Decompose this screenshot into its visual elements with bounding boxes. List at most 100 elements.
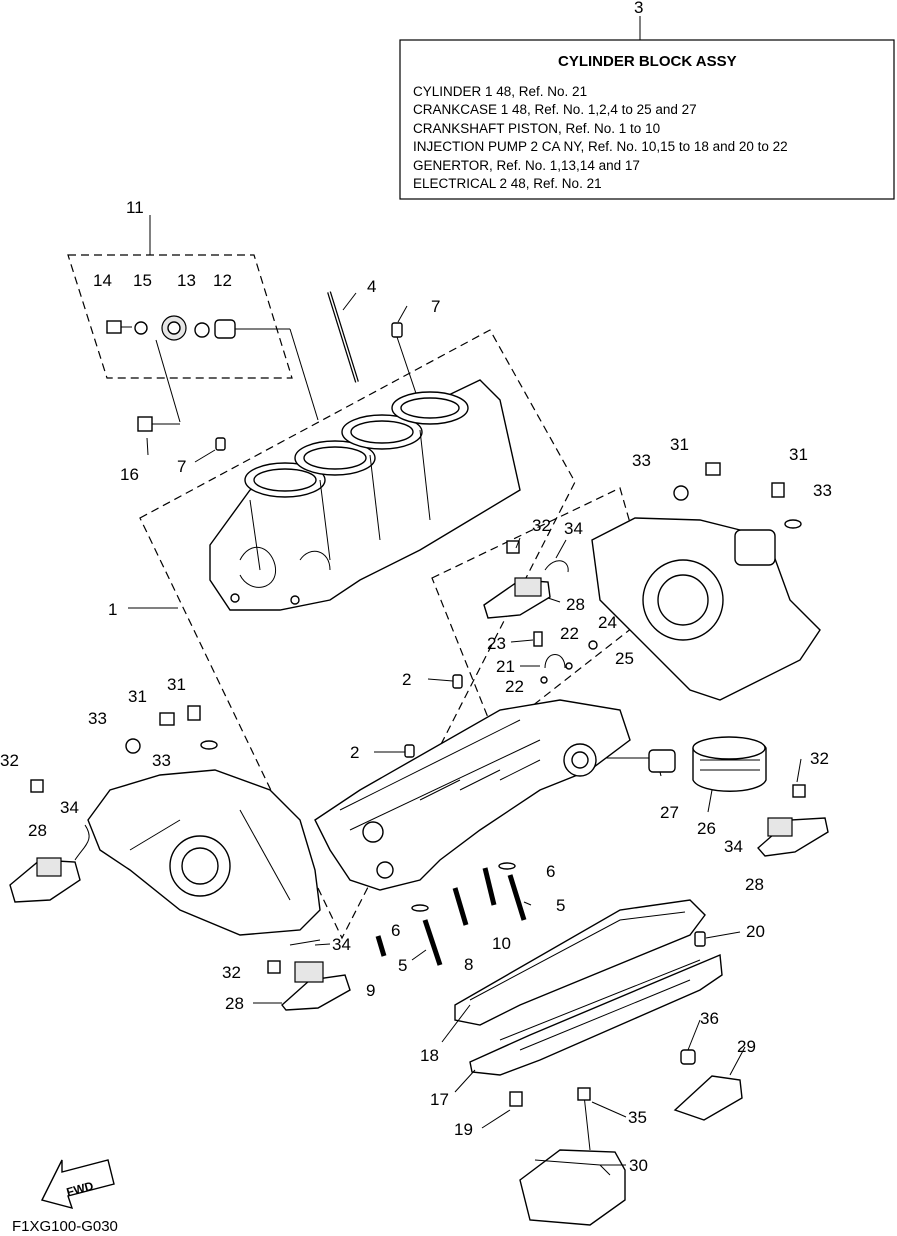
bolt-icon (187, 705, 201, 721)
filter-fitting-icon (606, 749, 676, 773)
box-line-4: INJECTION PUMP 2 CA NY, Ref. No. 10,15 t… (413, 139, 788, 154)
callout-32-top: 32 (532, 516, 551, 535)
callout-31-tr-a: 31 (670, 435, 689, 454)
callout-12: 12 (213, 271, 232, 290)
callout-33-left-a: 33 (88, 709, 107, 728)
callout-28-left: 28 (28, 821, 47, 840)
dowel-pin-icon (694, 931, 706, 947)
callout-1: 1 (108, 600, 117, 619)
callout-7-left: 7 (177, 457, 186, 476)
callout-32-bottom: 32 (222, 963, 241, 982)
callout-30: 30 (629, 1156, 648, 1175)
callout-5-left: 5 (398, 956, 407, 975)
drawing-code: F1XG100-G030 (12, 1218, 118, 1235)
washer-icon (125, 738, 141, 754)
box-line-3: CRANKSHAFT PISTON, Ref. No. 1 to 10 (413, 121, 660, 136)
cylinder-block-assy-box: 3 CYLINDER BLOCK ASSY CYLINDER 1 48, Ref… (399, 0, 895, 200)
callout-14: 14 (93, 271, 112, 290)
box-line-5: GENERTOR, Ref. No. 1,13,14 and 17 (413, 158, 640, 173)
sensor-assembly-icon (106, 315, 319, 423)
callout-4: 4 (367, 277, 376, 296)
forward-direction-icon (40, 1159, 115, 1210)
box-title: CYLINDER BLOCK ASSY (558, 53, 737, 70)
leader-lines (128, 292, 802, 1166)
engine-mount-icon (483, 540, 569, 619)
callout-20: 20 (746, 922, 765, 941)
bolt-icon (705, 462, 721, 476)
callout-19: 19 (454, 1120, 473, 1139)
callout-6-left: 6 (391, 921, 400, 940)
callout-31-left-a: 31 (128, 687, 147, 706)
callout-31-tr-b: 31 (789, 445, 808, 464)
callout-labels: 11 14 15 13 12 4 7 16 7 1 33 31 31 33 32… (0, 198, 832, 1175)
callout-33-tr-b: 33 (813, 481, 832, 500)
crankcase-bolts-icon (375, 862, 527, 966)
engine-mount-icon (757, 784, 829, 857)
callout-21: 21 (496, 657, 515, 676)
bolt-icon (509, 1091, 523, 1107)
fwd-label: FWD (65, 1179, 95, 1200)
engine-mount-icon (267, 939, 351, 1011)
callout-34-left: 34 (60, 798, 79, 817)
box-line-1: CYLINDER 1 48, Ref. No. 21 (413, 84, 587, 99)
callout-34-top: 34 (564, 519, 583, 538)
callout-29: 29 (737, 1037, 756, 1056)
callout-18: 18 (420, 1046, 439, 1065)
dowel-pin-icon (391, 322, 403, 338)
callout-7-top: 7 (431, 297, 440, 316)
box-callout-number: 3 (634, 0, 643, 17)
callout-6-right: 6 (546, 862, 555, 881)
callout-16: 16 (120, 465, 139, 484)
callout-22-top: 22 (560, 624, 579, 643)
callout-36: 36 (700, 1009, 719, 1028)
crankcase-icon (314, 699, 631, 891)
dowel-pin-icon (452, 674, 463, 689)
callout-11: 11 (126, 198, 144, 217)
dowel-pin-icon (404, 744, 415, 758)
callout-28-bottom: 28 (225, 994, 244, 1013)
washer-icon (784, 519, 802, 529)
callout-34-right: 34 (724, 837, 743, 856)
washer-icon (200, 740, 218, 750)
callout-33-left-b: 33 (152, 751, 171, 770)
callout-5-right: 5 (556, 896, 565, 915)
oil-pan-icon (469, 953, 723, 1076)
oil-filter-icon (692, 736, 767, 792)
callout-31-left-b: 31 (167, 675, 186, 694)
callout-32-right: 32 (810, 749, 829, 768)
bracket-icon (673, 1049, 743, 1121)
callout-28-top: 28 (566, 595, 585, 614)
bolt-16-icon (137, 416, 180, 432)
callout-28-right: 28 (745, 875, 764, 894)
callout-33-tr-a: 33 (632, 451, 651, 470)
cylinder-block-icon (209, 379, 521, 611)
callout-2-top: 2 (402, 670, 411, 689)
callout-27: 27 (660, 803, 679, 822)
box-line-6: ELECTRICAL 2 48, Ref. No. 21 (413, 176, 602, 191)
bolt-icon (159, 712, 175, 726)
callout-22-bottom: 22 (505, 677, 524, 696)
callout-34-bottom: 34 (332, 935, 351, 954)
part-drawings (9, 291, 829, 1226)
callout-25: 25 (615, 649, 634, 668)
callout-10: 10 (492, 934, 511, 953)
engine-mount-icon (9, 779, 90, 903)
callout-32-left: 32 (0, 751, 19, 770)
bolt-icon (771, 482, 785, 498)
electrical-box-icon (519, 1087, 626, 1226)
callout-13: 13 (177, 271, 196, 290)
front-cover-icon (87, 769, 321, 936)
callout-35: 35 (628, 1108, 647, 1127)
callout-17: 17 (430, 1090, 449, 1109)
callout-9: 9 (366, 981, 375, 1000)
callout-2-mid: 2 (350, 743, 359, 762)
hose-fitting-icon (533, 631, 598, 684)
rear-cover-icon (591, 517, 821, 701)
gasket-icon (454, 899, 706, 1026)
stud-bolt-icon (327, 291, 359, 383)
callout-8: 8 (464, 955, 473, 974)
box-line-2: CRANKCASE 1 48, Ref. No. 1,2,4 to 25 and… (413, 102, 697, 117)
callout-23: 23 (487, 634, 506, 653)
dowel-pin-icon (215, 437, 226, 451)
callout-26: 26 (697, 819, 716, 838)
